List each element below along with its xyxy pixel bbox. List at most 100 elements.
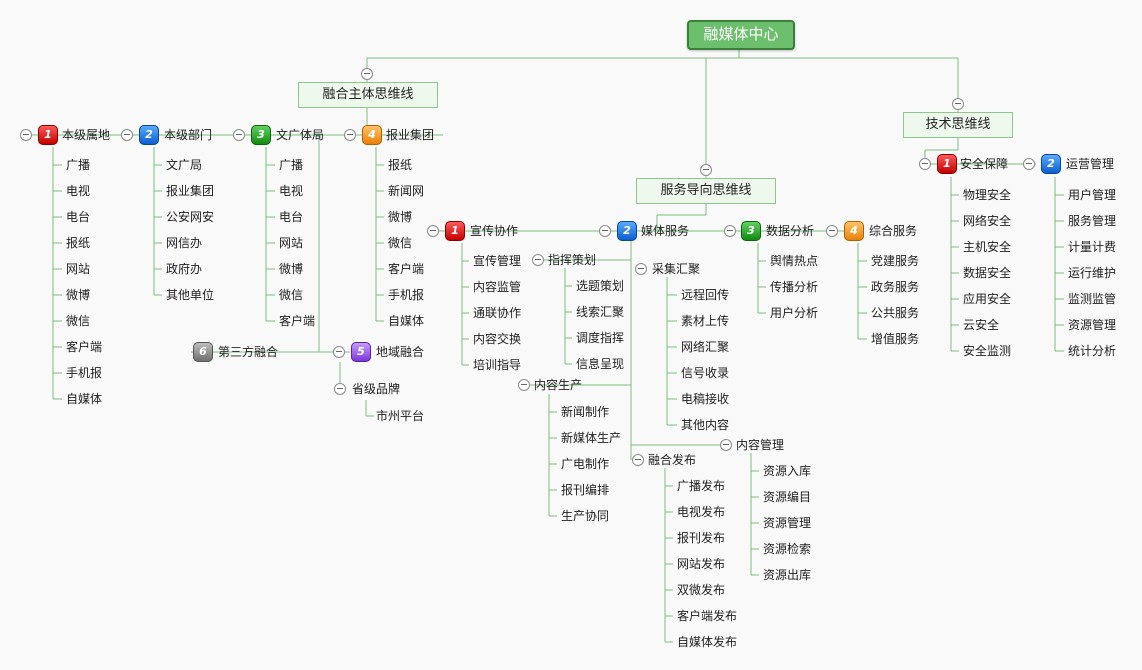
topic-manage: 内容管理 bbox=[736, 438, 785, 452]
leaf-node: 生产协同 bbox=[561, 509, 610, 523]
leaf-node: 云安全 bbox=[963, 318, 1000, 332]
leaf-node: 资源入库 bbox=[763, 464, 812, 478]
leaf-node: 服务管理 bbox=[1068, 214, 1117, 228]
collapse-toggle[interactable] bbox=[334, 383, 346, 395]
leaf-node: 双微发布 bbox=[677, 583, 726, 597]
leaf-node: 资源管理 bbox=[763, 516, 812, 530]
topic-t2: 运营管理 bbox=[1066, 157, 1115, 171]
topic-g5: 地域融合 bbox=[376, 345, 425, 359]
leaf-node: 统计分析 bbox=[1068, 344, 1117, 358]
leaf-node: 报刊编排 bbox=[561, 483, 610, 497]
collapse-toggle[interactable] bbox=[724, 225, 736, 237]
collapse-toggle[interactable] bbox=[700, 164, 712, 176]
collapse-toggle[interactable] bbox=[826, 225, 838, 237]
topic-s4: 综合服务 bbox=[869, 224, 918, 238]
leaf-node: 通联协作 bbox=[473, 306, 522, 320]
collapse-toggle[interactable] bbox=[121, 129, 133, 141]
collapse-toggle[interactable] bbox=[427, 225, 439, 237]
leaf-node: 网络安全 bbox=[963, 214, 1012, 228]
leaf-node: 其他内容 bbox=[681, 418, 730, 432]
leaf-node: 线索汇聚 bbox=[576, 305, 625, 319]
leaf-node: 用户分析 bbox=[770, 306, 819, 320]
leaf-node: 市州平台 bbox=[376, 409, 425, 423]
leaf-node: 手机报 bbox=[66, 366, 103, 380]
collapse-toggle[interactable] bbox=[720, 439, 732, 451]
topic-t1: 安全保障 bbox=[960, 157, 1009, 171]
leaf-node: 资源编目 bbox=[763, 490, 812, 504]
topic-g1: 本级属地 bbox=[62, 128, 111, 142]
topic-g2: 本级部门 bbox=[164, 128, 213, 142]
leaf-node: 网站 bbox=[279, 236, 304, 250]
badge-s1: 1 bbox=[445, 221, 465, 241]
collapse-toggle[interactable] bbox=[333, 346, 345, 358]
branch-subject-thinking[interactable]: 融合主体思维线 bbox=[298, 82, 438, 108]
leaf-node: 微信 bbox=[66, 314, 91, 328]
badge-g4: 4 bbox=[362, 125, 382, 145]
leaf-node: 电台 bbox=[279, 210, 304, 224]
badge-s2: 2 bbox=[617, 221, 637, 241]
leaf-node: 文广局 bbox=[166, 158, 203, 172]
leaf-node: 电视发布 bbox=[677, 505, 726, 519]
collapse-toggle[interactable] bbox=[599, 225, 611, 237]
leaf-node: 宣传管理 bbox=[473, 254, 522, 268]
collapse-toggle[interactable] bbox=[361, 68, 373, 80]
leaf-node: 政务服务 bbox=[871, 280, 920, 294]
collapse-toggle[interactable] bbox=[532, 254, 544, 266]
leaf-node: 计量计费 bbox=[1068, 240, 1117, 254]
collapse-toggle[interactable] bbox=[233, 129, 245, 141]
badge-t2: 2 bbox=[1041, 154, 1061, 174]
leaf-node: 公安网安 bbox=[166, 210, 215, 224]
collapse-toggle[interactable] bbox=[635, 263, 647, 275]
collapse-toggle[interactable] bbox=[1023, 158, 1035, 170]
badge-g3: 3 bbox=[251, 125, 271, 145]
badge-g1: 1 bbox=[38, 125, 58, 145]
topic-command: 指挥策划 bbox=[548, 253, 597, 267]
leaf-node: 微博 bbox=[279, 262, 304, 276]
branch-tech-thinking[interactable]: 技术思维线 bbox=[903, 112, 1013, 138]
leaf-node: 增值服务 bbox=[871, 332, 920, 346]
leaf-node: 广播 bbox=[66, 158, 91, 172]
leaf-node: 党建服务 bbox=[871, 254, 920, 268]
leaf-node: 报业集团 bbox=[166, 184, 215, 198]
leaf-node: 安全监测 bbox=[963, 344, 1012, 358]
leaf-node: 客户端 bbox=[279, 314, 316, 328]
leaf-node: 客户端发布 bbox=[677, 609, 738, 623]
collapse-toggle[interactable] bbox=[518, 379, 530, 391]
root-topic[interactable]: 融媒体中心 bbox=[687, 20, 795, 50]
leaf-node: 主机安全 bbox=[963, 240, 1012, 254]
leaf-node: 自媒体 bbox=[388, 314, 425, 328]
leaf-node: 资源检索 bbox=[763, 542, 812, 556]
leaf-node: 新媒体生产 bbox=[561, 431, 622, 445]
leaf-node: 电台 bbox=[66, 210, 91, 224]
leaf-node: 广电制作 bbox=[561, 457, 610, 471]
leaf-node: 报纸 bbox=[66, 236, 91, 250]
topic-g3: 文广体局 bbox=[276, 128, 325, 142]
leaf-node: 舆情热点 bbox=[770, 254, 819, 268]
leaf-node: 内容交换 bbox=[473, 332, 522, 346]
leaf-node: 客户端 bbox=[388, 262, 425, 276]
badge-g2: 2 bbox=[139, 125, 159, 145]
topic-g6: 第三方融合 bbox=[218, 345, 279, 359]
leaf-node: 新闻网 bbox=[388, 184, 425, 198]
branch-service-thinking[interactable]: 服务导向思维线 bbox=[636, 178, 776, 204]
leaf-node: 网站发布 bbox=[677, 557, 726, 571]
leaf-node: 电视 bbox=[66, 184, 91, 198]
leaf-node: 传播分析 bbox=[770, 280, 819, 294]
leaf-node: 应用安全 bbox=[963, 292, 1012, 306]
leaf-node: 电稿接收 bbox=[681, 392, 730, 406]
leaf-node: 公共服务 bbox=[871, 306, 920, 320]
leaf-node: 报纸 bbox=[388, 158, 413, 172]
collapse-toggle[interactable] bbox=[632, 454, 644, 466]
leaf-node: 其他单位 bbox=[166, 288, 215, 302]
leaf-node: 物理安全 bbox=[963, 188, 1012, 202]
leaf-node: 网信办 bbox=[166, 236, 203, 250]
collapse-toggle[interactable] bbox=[344, 129, 356, 141]
collapse-toggle[interactable] bbox=[20, 129, 32, 141]
leaf-node: 调度指挥 bbox=[576, 331, 625, 345]
collapse-toggle[interactable] bbox=[919, 158, 931, 170]
leaf-node: 远程回传 bbox=[681, 288, 730, 302]
leaf-node: 广播 bbox=[279, 158, 304, 172]
topic-provincial-brand: 省级品牌 bbox=[352, 382, 401, 396]
collapse-toggle[interactable] bbox=[952, 98, 964, 110]
